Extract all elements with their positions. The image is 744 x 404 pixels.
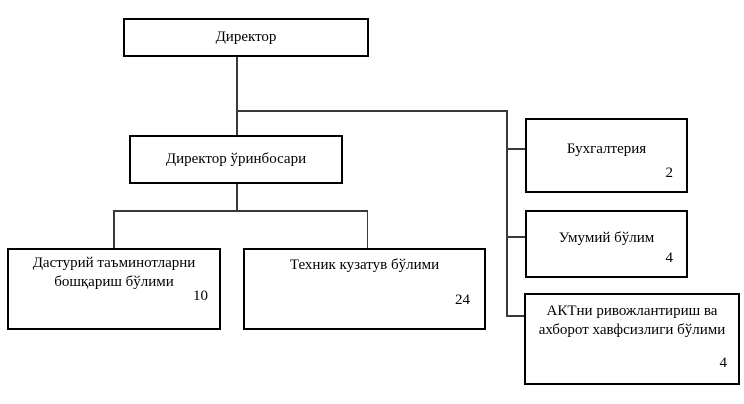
org-node-software-management-department: Дастурий таъминотларни бошқариш бўлими 1… — [7, 248, 221, 330]
connector-right-branch — [236, 110, 506, 112]
connector-director-drop — [236, 57, 238, 135]
connector-stub-accounting — [506, 148, 525, 150]
connector-technical-drop — [366, 210, 368, 248]
staff-count: 2 — [665, 165, 674, 182]
connector-deputy-drop — [236, 184, 238, 211]
org-node-label: Директор — [215, 29, 277, 46]
connector-bottom-branch — [113, 210, 368, 212]
org-node-label: Бухгалтерия — [566, 141, 647, 157]
org-node-ict-security-department: АКТни ривожлантириш ва ахборот хавфсизли… — [524, 293, 740, 385]
org-node-general-department: Умумий бўлим 4 — [525, 210, 688, 278]
org-node-label: Дастурий таъминотларни бошқариш бўлими — [32, 255, 196, 290]
connector-software-drop — [113, 210, 115, 248]
staff-count: 24 — [455, 292, 470, 309]
org-node-label: Техник кузатув бўлими — [289, 257, 440, 273]
connector-stub-ict — [506, 315, 524, 317]
connector-stub-general — [506, 236, 525, 238]
staff-count: 10 — [193, 288, 208, 305]
connector-right-column — [506, 110, 508, 316]
org-node-deputy-director: Директор ўринбосари — [129, 135, 343, 184]
org-node-director: Директор — [123, 18, 369, 57]
org-node-label: АКТни ривожлантириш ва ахборот хавфсизли… — [538, 303, 726, 338]
staff-count: 4 — [719, 355, 728, 372]
org-node-label: Директор ўринбосари — [165, 151, 307, 168]
org-node-label: Умумий бўлим — [558, 230, 655, 246]
staff-count: 4 — [665, 250, 674, 267]
org-node-accounting: Бухгалтерия 2 — [525, 118, 688, 193]
org-node-technical-monitoring-department: Техник кузатув бўлими 24 — [243, 248, 486, 330]
